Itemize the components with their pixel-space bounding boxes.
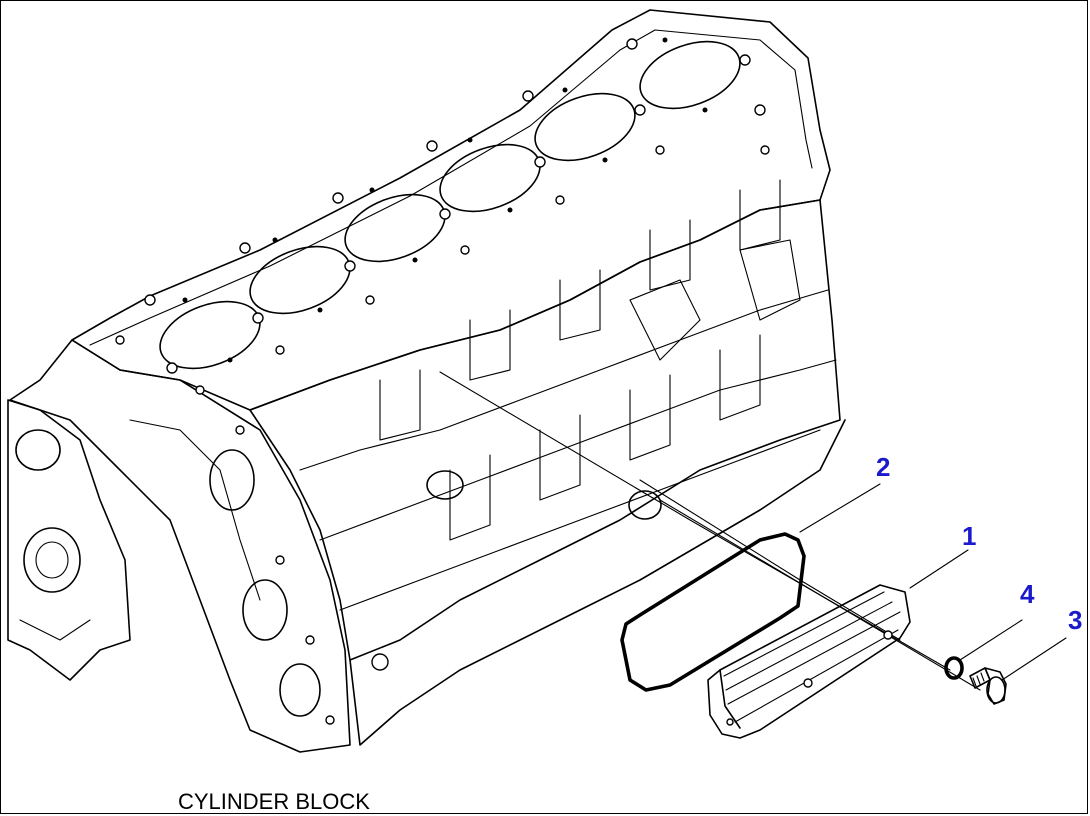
- drawing-caption: CYLINDER BLOCK: [178, 789, 370, 814]
- callout-number-2: 2: [876, 452, 891, 482]
- alignment-lines: [439, 371, 981, 691]
- callout-number-3: 3: [1068, 605, 1083, 635]
- callout-number-1: 1: [962, 521, 977, 551]
- callout-leaders: [799, 483, 1067, 681]
- deck-holes: [115, 37, 770, 395]
- gasket-part-2: [620, 532, 806, 692]
- cover-part-1: [707, 584, 911, 739]
- cylinder-block: [7, 9, 846, 753]
- bolt-part-3: [969, 667, 1007, 705]
- callout-number-4: 4: [1020, 579, 1035, 609]
- washer-part-4: [944, 656, 964, 680]
